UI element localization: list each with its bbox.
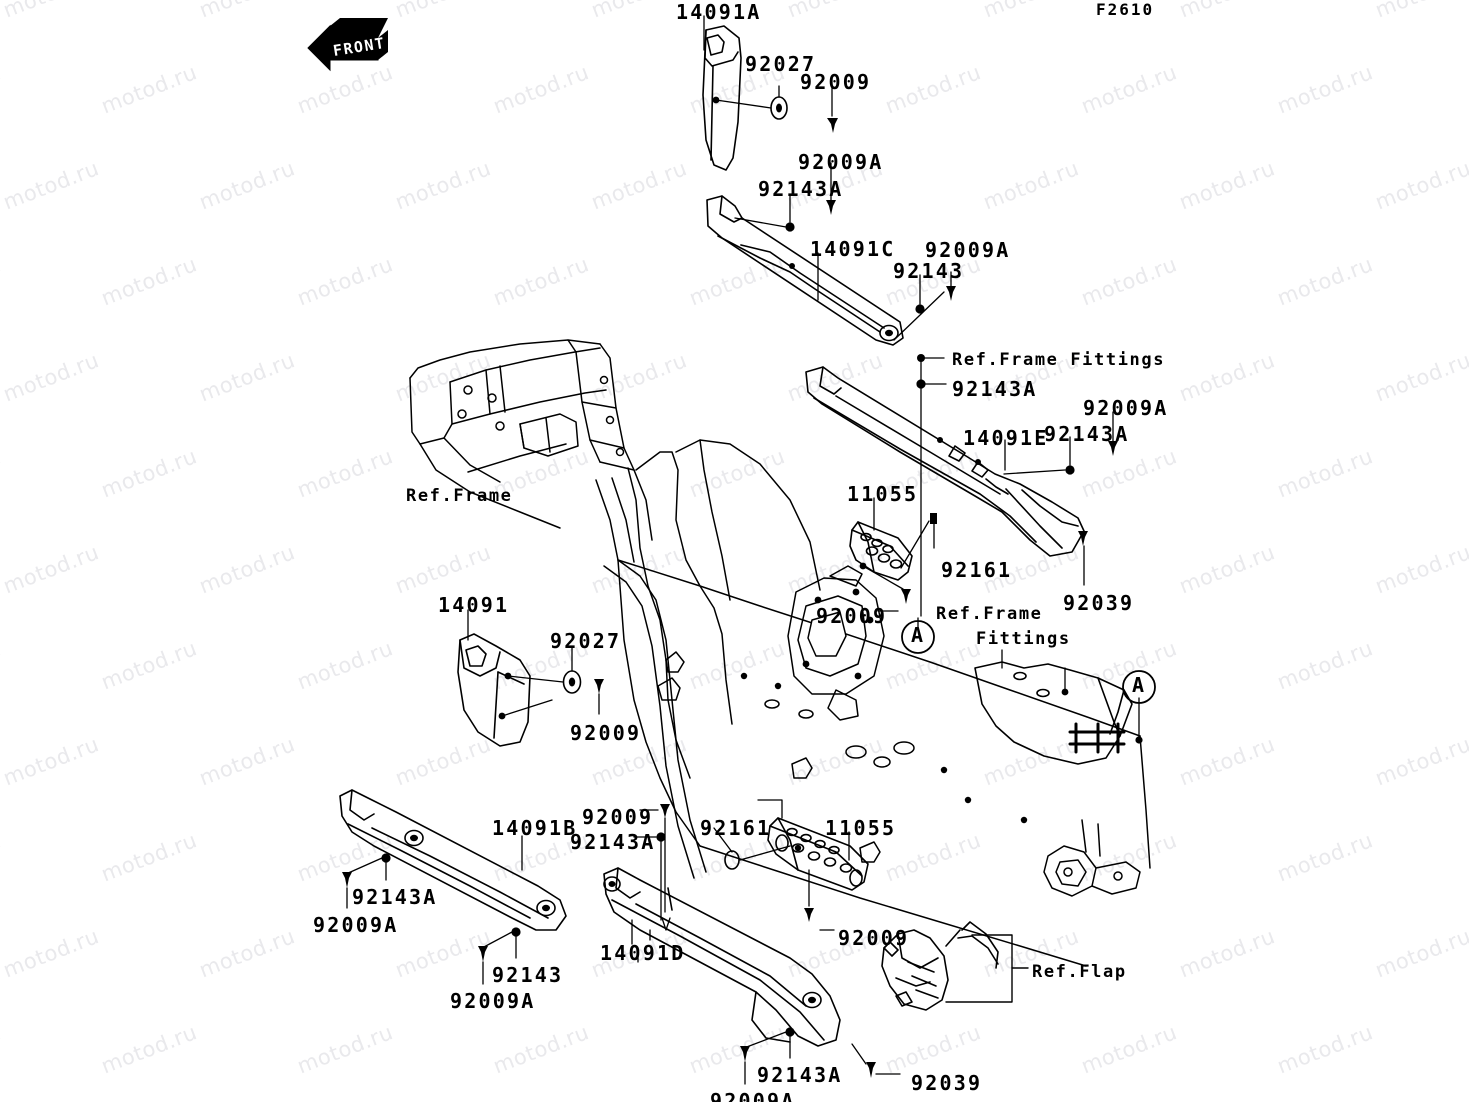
callout-92039: 92039	[1063, 591, 1135, 615]
callout-92027: 92027	[745, 52, 817, 76]
callout-92143: 92143	[492, 963, 564, 987]
callout-92009: 92009	[838, 926, 910, 950]
section-marker-a-left: A	[911, 623, 924, 647]
callout-ref-frame: Ref.Frame	[936, 604, 1043, 624]
callout-92009a: 92009A	[710, 1089, 796, 1102]
callout-fittings: Fittings	[976, 629, 1071, 649]
callout-92143a: 92143A	[757, 1063, 843, 1087]
callout-92009: 92009	[570, 721, 642, 745]
callout-14091b: 14091B	[492, 816, 578, 840]
callout-92027: 92027	[550, 629, 622, 653]
callout-92009a: 92009A	[450, 989, 536, 1013]
front-direction-icon: FRONT	[300, 12, 396, 84]
callout-92143a: 92143A	[758, 177, 844, 201]
callout-92143a: 92143A	[570, 830, 656, 854]
callout-92009a: 92009A	[798, 150, 884, 174]
figure-code: F2610	[1096, 0, 1155, 19]
callout-92009: 92009	[800, 70, 872, 94]
callout-92009a: 92009A	[925, 238, 1011, 262]
callout-92009: 92009	[582, 805, 654, 829]
callout-ref-frame: Ref.Frame	[406, 486, 513, 506]
callout-14091a: 14091A	[676, 0, 762, 24]
callout-11055: 11055	[847, 482, 919, 506]
callout-92143a: 92143A	[352, 885, 438, 909]
callout-ref-frame-fittings: Ref.Frame Fittings	[952, 350, 1166, 370]
callout-92161: 92161	[941, 558, 1013, 582]
callout-92143a: 92143A	[952, 377, 1038, 401]
callout-92009a: 92009A	[313, 913, 399, 937]
callout-14091: 14091	[438, 593, 510, 617]
callout-14091e: 14091E	[963, 426, 1049, 450]
callout-11055: 11055	[825, 816, 897, 840]
callout-92143: 92143	[893, 259, 965, 283]
callout-ref-flap: Ref.Flap	[1032, 962, 1127, 982]
callout-92009: 92009	[816, 604, 888, 628]
section-marker-a-right: A	[1132, 673, 1145, 697]
callout-14091d: 14091D	[600, 941, 686, 965]
callout-92039: 92039	[911, 1071, 983, 1095]
callout-92161: 92161	[700, 816, 772, 840]
callout-92009a: 92009A	[1083, 396, 1169, 420]
callout-92143a: 92143A	[1044, 422, 1130, 446]
callout-14091c: 14091C	[810, 237, 896, 261]
